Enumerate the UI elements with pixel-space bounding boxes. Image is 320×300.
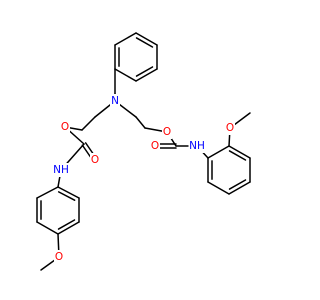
atom-label-background — [54, 250, 64, 264]
bond-line-43 — [228, 181, 251, 195]
atom-label-o-meo-r: O — [226, 122, 234, 134]
bond-line-2 — [135, 37, 154, 48]
bond-line-5 — [135, 66, 154, 77]
bond-line-40 — [228, 145, 251, 159]
atom-label-background — [90, 153, 100, 167]
bond-line-32 — [135, 116, 146, 129]
bond-line-24 — [57, 221, 80, 235]
bond-layer — [36, 32, 251, 271]
atom-label-o-keto-r: O — [151, 140, 159, 152]
bond-line-13 — [81, 116, 96, 131]
bond-line-9 — [114, 32, 137, 46]
bond-line-4 — [135, 68, 158, 82]
bond-line-20 — [36, 186, 59, 199]
bond-line-44 — [228, 179, 247, 190]
atom-label-background — [110, 94, 120, 108]
atom-label-background — [60, 120, 70, 134]
atom-label-background — [188, 139, 206, 153]
atom-label-o-keto-l: O — [91, 154, 99, 166]
bond-line-6 — [114, 68, 137, 82]
atom-label-n-amide-l: NH — [53, 164, 69, 176]
atom-label-o-meo-l: O — [55, 251, 63, 263]
bond-line-27 — [57, 186, 80, 199]
bond-line-25 — [57, 219, 76, 230]
bond-line-28 — [57, 191, 76, 201]
bond-line-41 — [228, 150, 247, 161]
atom-label-background — [52, 163, 70, 177]
atom-label-o-ester-r: O — [163, 126, 171, 138]
bond-line-45 — [207, 181, 230, 195]
bond-line-39 — [207, 145, 230, 159]
atom-label-n-amide-r: NH — [189, 140, 205, 152]
atom-label-background — [150, 139, 160, 153]
atom-label-background — [225, 121, 235, 135]
atom-label-n-amine: N — [111, 95, 119, 107]
bond-line-23 — [36, 221, 59, 235]
atom-label-o-ester-l: O — [61, 121, 69, 133]
bond-line-1 — [135, 32, 158, 46]
atom-label-background — [162, 125, 172, 139]
